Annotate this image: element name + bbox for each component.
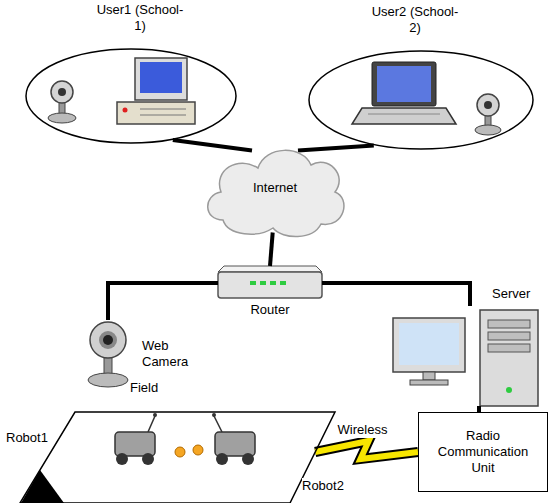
user-site: User1 (School-1) — [22, 2, 240, 148]
device-area — [390, 306, 540, 406]
robot — [115, 413, 185, 465]
internet-cloud: Internet — [203, 140, 347, 240]
robot-label: Robot1 — [6, 430, 48, 446]
desktop-pc — [117, 58, 195, 124]
node-label: Radio Communication Unit — [425, 428, 541, 476]
robot — [193, 413, 255, 465]
wireless-link — [315, 441, 418, 459]
network-line — [108, 283, 218, 320]
node-label: Server — [492, 286, 542, 302]
webcam-icon — [48, 81, 76, 123]
label-holder: Robot2 — [302, 478, 344, 494]
node-label: User1 (School-1) — [95, 2, 185, 34]
ellipse-outline — [25, 48, 237, 144]
robot-label: Robot2 — [302, 478, 344, 494]
label-holder: Wireless — [336, 422, 390, 438]
user-site: User2 (School-2) — [305, 4, 537, 154]
server: Server — [385, 286, 545, 408]
edge-label: Wireless — [336, 422, 390, 438]
node-label: Internet — [203, 180, 347, 196]
device-area — [218, 266, 322, 298]
field: Field — [20, 380, 342, 503]
network-line — [322, 283, 470, 306]
device-area — [88, 320, 128, 390]
router-device — [218, 266, 322, 298]
ellipse-outline — [308, 50, 534, 150]
network-line — [298, 145, 374, 150]
network-line — [270, 233, 273, 267]
node-label: Web Camera — [142, 338, 198, 370]
radio-unit: Radio Communication Unit — [418, 412, 548, 492]
corner-marker — [21, 470, 64, 503]
router: Router — [215, 262, 325, 320]
node-label: Field — [130, 380, 190, 396]
node-label: User2 (School-2) — [370, 4, 460, 36]
label-holder: Robot1 — [6, 430, 48, 446]
node-label: Router — [215, 302, 325, 318]
laptop — [352, 62, 456, 124]
webcam-icon — [475, 94, 501, 135]
para-outline — [20, 412, 340, 503]
web-camera-icon — [88, 322, 128, 387]
server-computer — [393, 310, 538, 406]
network-line — [173, 140, 252, 151]
